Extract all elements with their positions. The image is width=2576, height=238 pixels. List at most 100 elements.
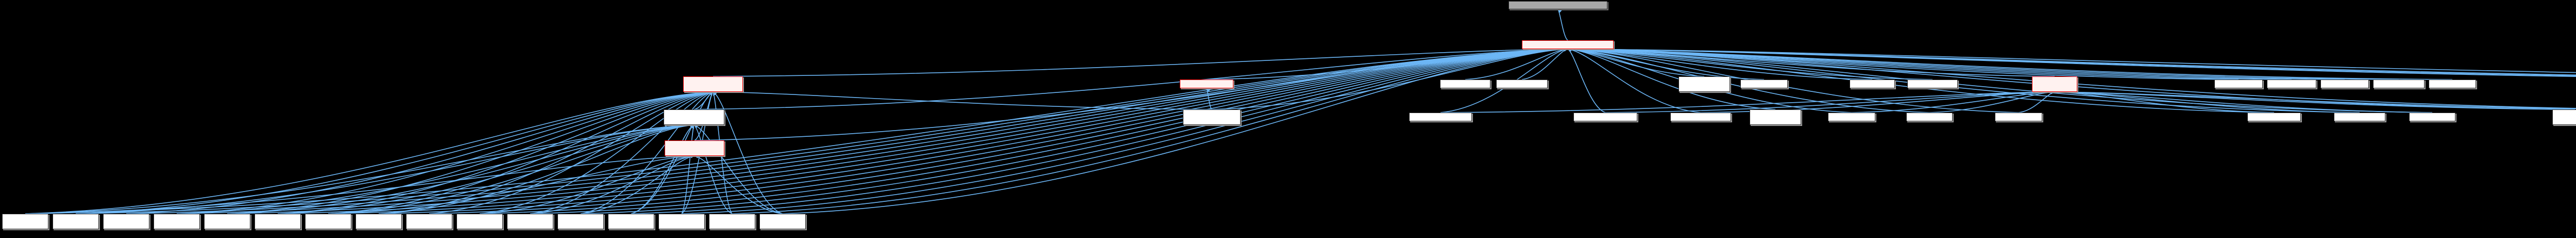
graph-node[interactable] (683, 76, 743, 92)
graph-node[interactable] (709, 214, 755, 229)
graph-node[interactable] (664, 109, 724, 125)
graph-edge (2054, 91, 2275, 113)
graph-edge (479, 155, 695, 214)
graph-node[interactable] (2, 214, 48, 229)
graph-edge (713, 91, 783, 214)
graph-edge-arrowhead (690, 125, 694, 129)
graph-edge (693, 124, 783, 214)
graph-node[interactable] (2552, 109, 2576, 125)
graph-edge (1440, 91, 2055, 113)
graph-edge (1567, 49, 2576, 73)
graph-edge (1567, 49, 2575, 110)
graph-node[interactable] (355, 214, 402, 229)
graph-node[interactable] (456, 214, 503, 229)
graph-node[interactable] (1828, 113, 1875, 121)
graph-edge (25, 49, 1568, 214)
graph-edge (713, 49, 1568, 77)
graph-node[interactable] (1906, 113, 1953, 121)
graph-edge (227, 91, 714, 214)
graph-node[interactable] (1740, 80, 1788, 88)
graph-edge (75, 91, 714, 214)
graph-edge-arrowhead (709, 92, 713, 96)
graph-edge (429, 49, 1568, 214)
graph-node[interactable] (1750, 109, 1801, 125)
graph-edge (176, 49, 1568, 214)
graph-node[interactable] (406, 214, 452, 229)
graph-node[interactable] (557, 214, 604, 229)
graph-edge (1567, 49, 2453, 80)
graph-node[interactable] (305, 214, 351, 229)
graph-edge (1465, 49, 1568, 80)
graph-edge (25, 155, 695, 214)
graph-node[interactable] (1995, 113, 2042, 121)
graph-node[interactable] (1679, 76, 1730, 92)
graph-edge (75, 49, 1568, 214)
graph-node[interactable] (1409, 113, 1472, 121)
graph-node[interactable] (1670, 113, 1731, 121)
graph-edge-arrowhead (690, 124, 694, 128)
graph-node[interactable] (2214, 80, 2263, 88)
graph-edge (1557, 9, 1568, 41)
graph-node[interactable] (507, 214, 553, 229)
graph-edge (25, 124, 694, 214)
graph-edge (693, 49, 1568, 110)
graph-node[interactable] (255, 214, 301, 229)
graph-node[interactable] (1496, 80, 1548, 88)
graph-node[interactable] (1573, 113, 1637, 121)
graph-edge (479, 91, 714, 214)
graph-edge (1567, 49, 2576, 109)
graph-edge (277, 49, 1568, 214)
graph-edge (227, 49, 1568, 214)
graph-edge (530, 49, 1568, 214)
graph-node[interactable] (2320, 80, 2369, 88)
graph-node[interactable] (1440, 80, 1490, 88)
graph-node[interactable] (53, 214, 99, 229)
graph-edge (126, 91, 714, 214)
graph-node[interactable] (1509, 1, 1607, 9)
graph-edge (479, 49, 1568, 214)
graph-edge (1567, 49, 1701, 113)
graph-edge (530, 155, 695, 214)
graph-node[interactable] (2373, 80, 2425, 88)
graph-edge (631, 49, 1568, 214)
graph-node[interactable] (658, 214, 705, 229)
graph-node[interactable] (204, 214, 250, 229)
graph-node[interactable] (2267, 80, 2316, 88)
graph-edge (1851, 91, 2055, 113)
graph-edge-arrowhead (1207, 88, 1211, 92)
graph-node[interactable] (1907, 80, 1958, 88)
graph-edge (732, 49, 1568, 214)
graph-node[interactable] (2032, 76, 2077, 92)
graph-edge (277, 91, 714, 214)
graph-edge (378, 91, 714, 214)
graph-edge (694, 155, 783, 214)
graph-node[interactable] (608, 214, 654, 229)
graph-node[interactable] (665, 140, 724, 156)
graph-node[interactable] (1180, 80, 1233, 88)
graph-node[interactable] (2409, 113, 2455, 121)
graph-edge (328, 49, 1568, 214)
graph-node[interactable] (759, 214, 806, 229)
graph-edge (429, 91, 714, 214)
graph-edge (378, 49, 1568, 214)
graph-edge-arrowhead (694, 124, 698, 128)
graph-node[interactable] (1522, 40, 1614, 49)
graph-edge (25, 91, 714, 214)
graph-edge (227, 124, 694, 214)
graph-node[interactable] (2334, 113, 2385, 121)
graph-node[interactable] (2429, 80, 2476, 88)
graph-edge (580, 91, 714, 214)
graph-node[interactable] (103, 214, 149, 229)
graph-node[interactable] (2247, 113, 2301, 121)
graph-edge (1567, 49, 1606, 113)
graph-node[interactable] (1850, 80, 1895, 88)
graph-edge (176, 124, 694, 214)
graph-edge-arrowhead (1558, 9, 1562, 13)
graph-edge (681, 49, 1568, 214)
graph-edge (782, 49, 1568, 214)
graph-edge (328, 91, 714, 214)
graph-node[interactable] (154, 214, 200, 229)
graph-node[interactable] (1183, 109, 1241, 125)
